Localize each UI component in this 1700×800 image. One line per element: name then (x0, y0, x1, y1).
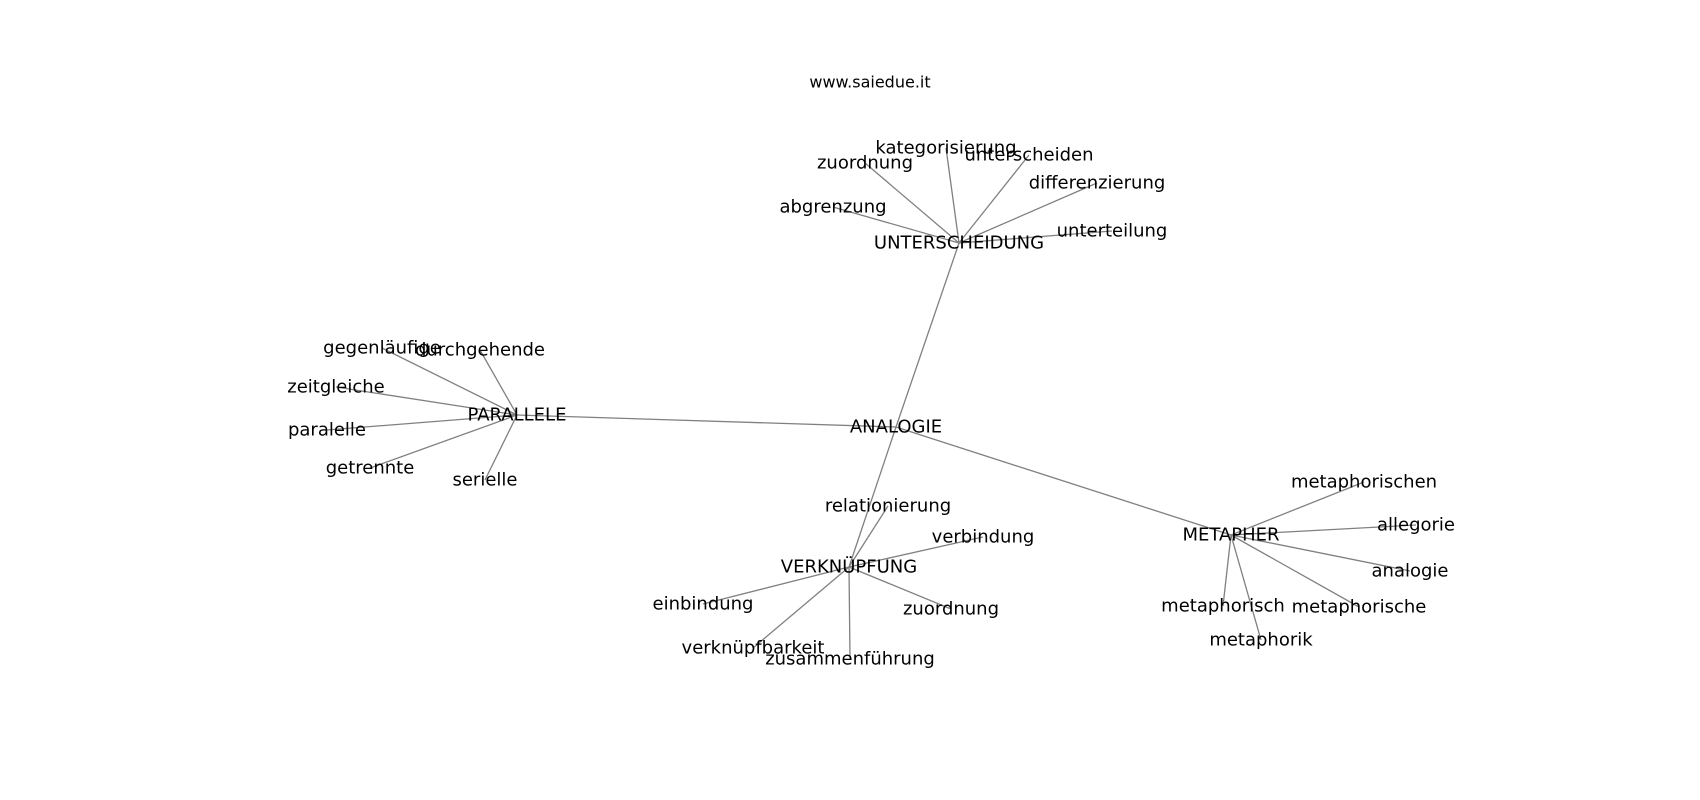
leaf-node-verknuepfung-verknuepfbarkeit: verknüpfbarkeit (682, 638, 825, 659)
edge-metapher-metaphorik (1230, 534, 1262, 641)
leaf-node-unterscheidung-unterscheiden: unterscheiden (964, 145, 1093, 166)
leaf-node-unterscheidung-differenzierung: differenzierung (1029, 173, 1166, 194)
edge-unterscheidung-kategorisierung (945, 147, 960, 244)
edge-unterscheidung-zuordnung (864, 162, 960, 244)
edge-verknuepfung-verknuepfbarkeit (752, 566, 850, 649)
leaf-node-verknuepfung-zusammenfuehrung: zusammenführung (765, 649, 935, 670)
leaf-node-parallele-getrennte: getrennte (326, 458, 415, 479)
edge-analogie-unterscheidung (895, 242, 960, 428)
edge-parallele-gegenlaeufige (381, 347, 518, 416)
edge-metapher-metaphorische (1230, 534, 1360, 608)
edge-analogie-metapher (895, 426, 1232, 536)
edge-unterscheidung-abgrenzung (832, 206, 960, 244)
leaf-node-parallele-zeitgleiche: zeitgleiche (287, 377, 384, 398)
edge-metapher-metaphorischen (1230, 481, 1365, 536)
label-layer: ANALOGIEUNTERSCHEIDUNGkategorisierungzuo… (287, 138, 1455, 670)
leaf-node-unterscheidung-abgrenzung: abgrenzung (779, 197, 886, 218)
leaf-node-unterscheidung-kategorisierung: kategorisierung (875, 138, 1016, 159)
leaf-node-parallele-serielle: serielle (452, 470, 517, 491)
edge-metapher-allegorie (1230, 524, 1417, 536)
leaf-node-metapher-metaphorische: metaphorische (1292, 597, 1427, 618)
leaf-node-verknuepfung-einbindung: einbindung (653, 594, 754, 615)
edge-parallele-paralelle (326, 414, 518, 431)
edge-verknuepfung-zuordnung (848, 566, 952, 610)
edge-parallele-serielle (484, 414, 518, 481)
edge-verknuepfung-einbindung (702, 566, 850, 605)
edge-analogie-parallele (516, 414, 897, 428)
edge-parallele-durchgehende (479, 349, 518, 416)
edge-verknuepfung-relationierung (848, 505, 889, 568)
hub-node-verknuepfung: VERKNÜPFUNG (781, 556, 917, 578)
hub-node-unterscheidung: UNTERSCHEIDUNG (874, 233, 1044, 254)
edge-parallele-zeitgleiche (335, 386, 518, 416)
leaf-node-unterscheidung-unterteilung: unterteilung (1057, 221, 1168, 242)
leaf-node-parallele-paralelle: paralelle (288, 420, 366, 441)
leaf-node-metapher-analogie: analogie (1372, 561, 1449, 582)
edge-metapher-analogie (1230, 534, 1411, 572)
edge-unterscheidung-differenzierung (958, 182, 1098, 244)
leaf-node-metapher-metaphorisch: metaphorisch (1161, 596, 1285, 617)
leaf-node-metapher-allegorie: allegorie (1377, 515, 1455, 536)
leaf-node-metapher-metaphorik: metaphorik (1209, 630, 1313, 651)
leaf-node-verknuepfung-verbindung: verbindung (932, 527, 1035, 548)
edge-parallele-getrennte (369, 414, 518, 469)
center-node-label: ANALOGIE (850, 417, 942, 438)
edge-verknuepfung-zusammenfuehrung (848, 566, 851, 660)
leaf-node-verknuepfung-zuordnung: zuordnung (903, 599, 999, 620)
edge-metapher-metaphorisch (1222, 534, 1232, 607)
edge-unterscheidung-unterscheiden (958, 154, 1030, 244)
edge-unterscheidung-unterteilung (958, 230, 1113, 244)
leaf-node-verknuepfung-relationierung: relationierung (825, 496, 951, 517)
edge-analogie-verknuepfung (848, 426, 897, 568)
leaf-node-metapher-metaphorischen: metaphorischen (1291, 472, 1437, 493)
leaf-node-parallele-durchgehende: durchgehende (415, 340, 545, 361)
hub-node-parallele: PARALLELE (468, 405, 567, 426)
edge-layer (326, 147, 1417, 660)
leaf-node-unterscheidung-zuordnung: zuordnung (817, 153, 913, 174)
hub-node-metapher: METAPHER (1182, 525, 1279, 546)
leaf-node-parallele-gegenlaeufige: gegenläufige (323, 338, 441, 359)
edge-verknuepfung-verbindung (848, 536, 984, 568)
source-watermark: www.saiedue.it (809, 73, 930, 92)
